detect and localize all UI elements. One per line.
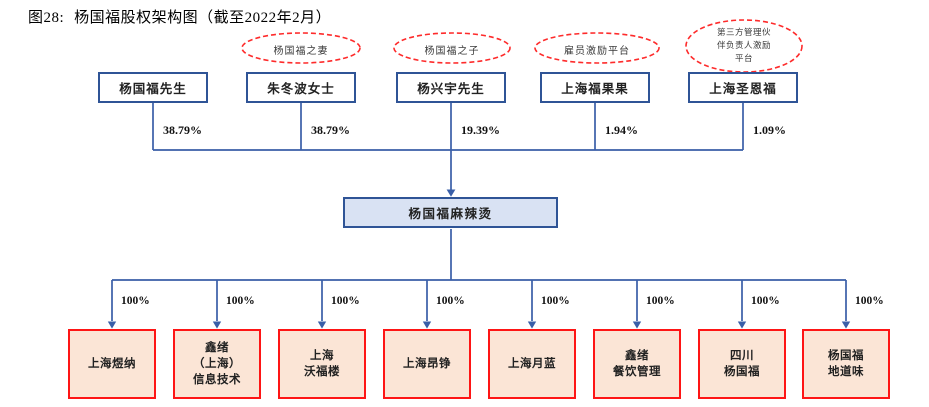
subsidiary-pct-7: 100% — [751, 295, 780, 307]
connector-lines — [111, 103, 847, 321]
shareholder-box-fuguoguo: 上海福果果 — [540, 72, 650, 103]
ownership-label-3: 19.39% — [461, 123, 500, 137]
subsidiary-box-yangguofu-didaowei: 杨国福 地道味 — [802, 329, 890, 399]
ownership-label-5: 1.09% — [753, 123, 786, 137]
figure-caption: 杨国福股权架构图（截至2022年2月） — [74, 10, 332, 26]
arrow-to-subsidiary-7 — [737, 321, 747, 329]
figure-number: 图28: — [28, 10, 65, 26]
arrowheads — [107, 189, 851, 329]
subsidiary-pct-3: 100% — [331, 295, 360, 307]
subsidiary-pct-8: 100% — [855, 295, 884, 307]
role-tag-partner-platform: 第三方管理伙伴负责人激励平台 — [716, 27, 771, 63]
subsidiary-box-shanghai-angzheng: 上海昂铮 — [383, 329, 471, 399]
role-ellipse-employee-platform — [534, 32, 660, 64]
arrow-to-subsidiary-8 — [841, 321, 851, 329]
arrow-to-subsidiary-5 — [527, 321, 537, 329]
subsidiary-pct-4: 100% — [436, 295, 465, 307]
shareholder-box-yang-xingyu: 杨兴宇先生 — [396, 72, 506, 103]
ownership-label-2: 38.79% — [311, 123, 350, 137]
company-box-yangguofu-malatang: 杨国福麻辣烫 — [343, 197, 558, 228]
subsidiary-pct-5: 100% — [541, 295, 570, 307]
ownership-label-4: 1.94% — [605, 123, 638, 137]
figure-title: 图28: 杨国福股权架构图（截至2022年2月） — [28, 6, 331, 27]
role-ellipse-wife — [241, 32, 361, 64]
arrow-to-subsidiary-6 — [632, 321, 642, 329]
role-ellipse-son — [393, 32, 511, 64]
role-tag-son: 杨国福之子 — [424, 46, 480, 57]
subsidiary-pct-6: 100% — [646, 295, 675, 307]
shareholder-box-yang-guofu: 杨国福先生 — [98, 72, 208, 103]
subsidiary-box-xinxu-shanghai-it: 鑫绪 （上海） 信息技术 — [173, 329, 261, 399]
subsidiary-box-shanghai-yuelan: 上海月蓝 — [488, 329, 576, 399]
ownership-label-1: 38.79% — [163, 123, 202, 137]
subsidiary-box-shanghai-yuna: 上海煜纳 — [68, 329, 156, 399]
shareholder-box-shengenfu: 上海圣恩福 — [688, 72, 798, 103]
subsidiary-box-sichuan-yangguofu: 四川 杨国福 — [698, 329, 786, 399]
arrow-to-subsidiary-2 — [212, 321, 222, 329]
subsidiary-box-shanghai-wofulou: 上海 沃福楼 — [278, 329, 366, 399]
arrow-to-company — [446, 189, 456, 197]
subsidiary-box-xinxu-catering: 鑫绪 餐饮管理 — [593, 329, 681, 399]
role-tag-wife: 杨国福之妻 — [273, 46, 329, 57]
subsidiary-pct-1: 100% — [121, 295, 150, 307]
arrow-to-subsidiary-4 — [422, 321, 432, 329]
arrow-to-subsidiary-1 — [107, 321, 117, 329]
shareholder-box-zhu-dongbo: 朱冬波女士 — [246, 72, 356, 103]
subsidiary-pct-2: 100% — [226, 295, 255, 307]
role-tag-employee-platform: 雇员激励平台 — [564, 46, 630, 57]
arrow-to-subsidiary-3 — [317, 321, 327, 329]
